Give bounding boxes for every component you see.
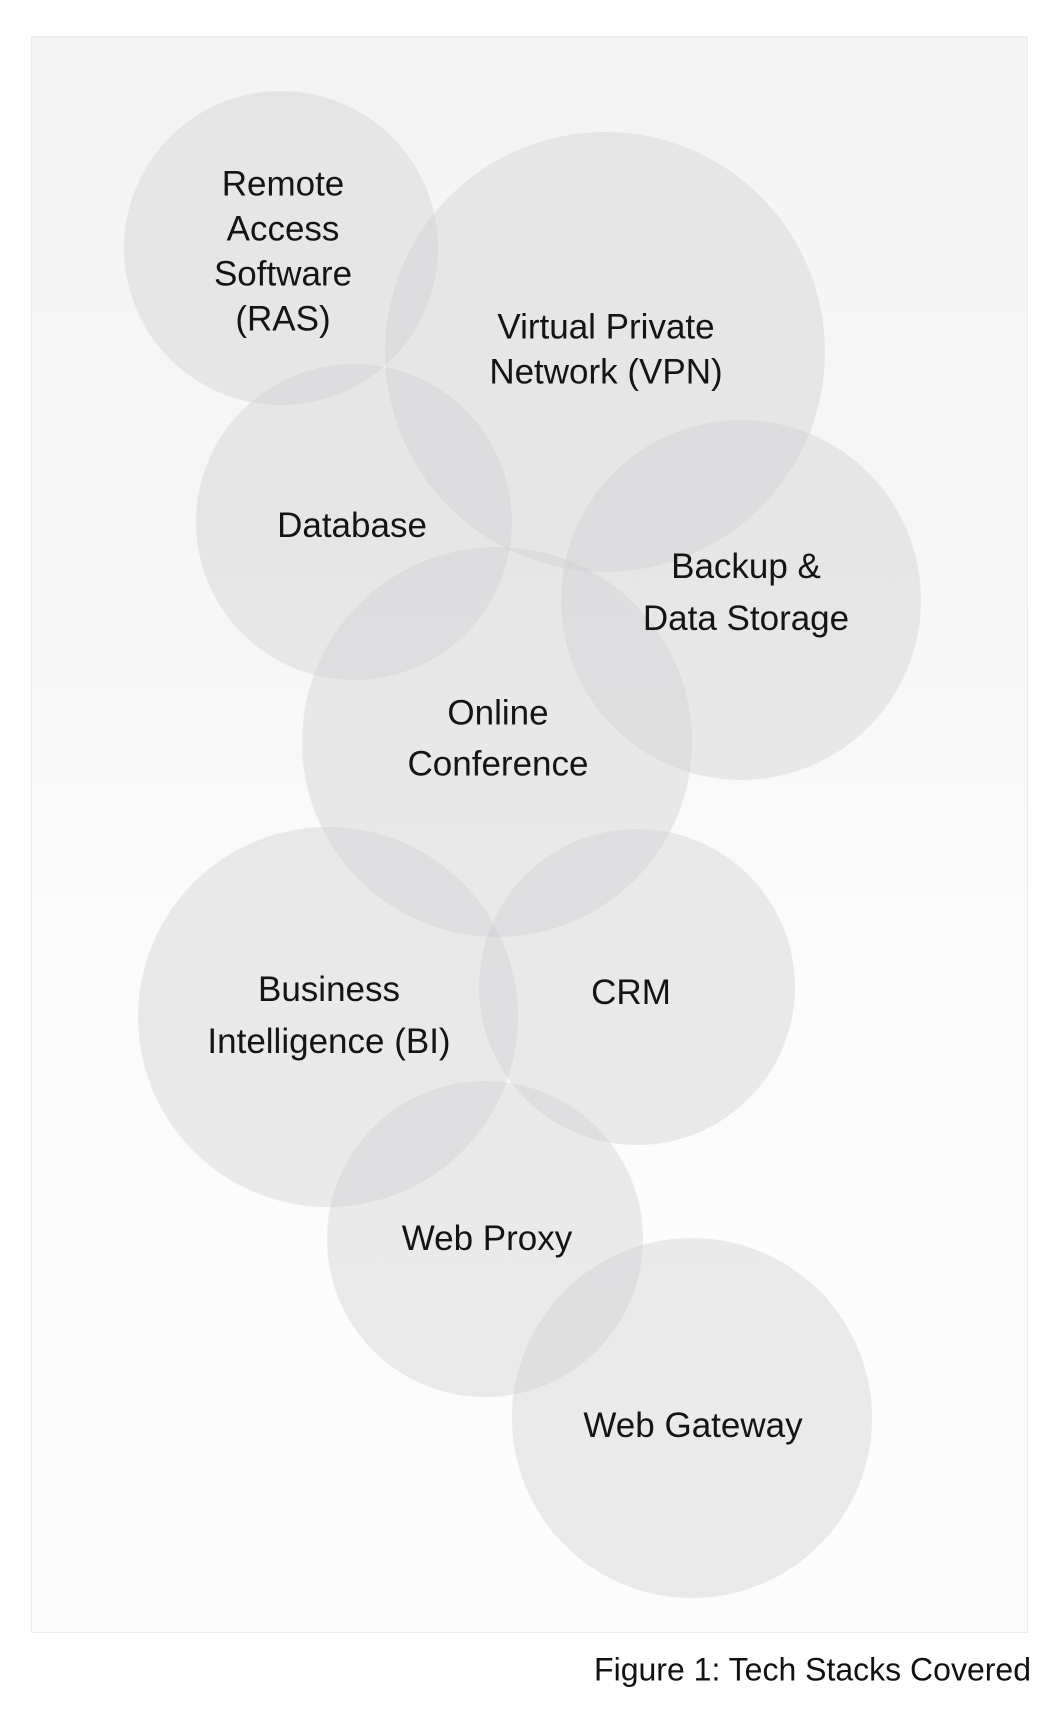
bubble-web-proxy [327, 1081, 643, 1397]
bubble-circles [124, 91, 921, 1598]
bubble-label-line: CRM [591, 973, 671, 1012]
bubble-label-line: Intelligence (BI) [207, 1022, 450, 1061]
bubble-crm [479, 829, 795, 1145]
bubble-label-line: Access [227, 209, 340, 248]
bubble-database [196, 364, 512, 680]
bubble-online-conference [302, 547, 692, 937]
bubble-label-line: Web Proxy [402, 1219, 573, 1258]
bubble-label-line: Software [214, 254, 352, 293]
bubble-label-web-proxy: Web Proxy [402, 1219, 573, 1258]
bubble-label-line: Online [447, 693, 548, 732]
bubble-backup [561, 420, 921, 780]
bubble-label-line: (RAS) [235, 299, 330, 338]
bubble-web-gateway [512, 1238, 872, 1598]
bubble-label-line: Business [258, 970, 400, 1009]
bubble-vpn [385, 132, 825, 572]
bubble-label-database: Database [277, 506, 427, 545]
bubble-label-line: Network (VPN) [489, 352, 722, 391]
diagram-panel [31, 36, 1028, 1633]
bubble-label-line: Conference [408, 744, 589, 783]
bubble-label-web-gateway: Web Gateway [583, 1406, 803, 1445]
bubble-label-line: Backup & [671, 547, 821, 586]
bubble-bi [138, 827, 518, 1207]
bubble-ras [124, 91, 438, 405]
bubble-label-line: Remote [222, 164, 345, 203]
bubble-label-line: Data Storage [643, 599, 849, 638]
bubble-label-line: Database [277, 506, 427, 545]
figure-caption: Figure 1: Tech Stacks Covered [594, 1651, 1031, 1688]
bubble-label-crm: CRM [591, 973, 671, 1012]
bubble-label-line: Virtual Private [497, 307, 714, 346]
bubble-label-line: Web Gateway [583, 1406, 803, 1445]
bubble-label-backup: Backup & Data Storage [643, 547, 849, 638]
